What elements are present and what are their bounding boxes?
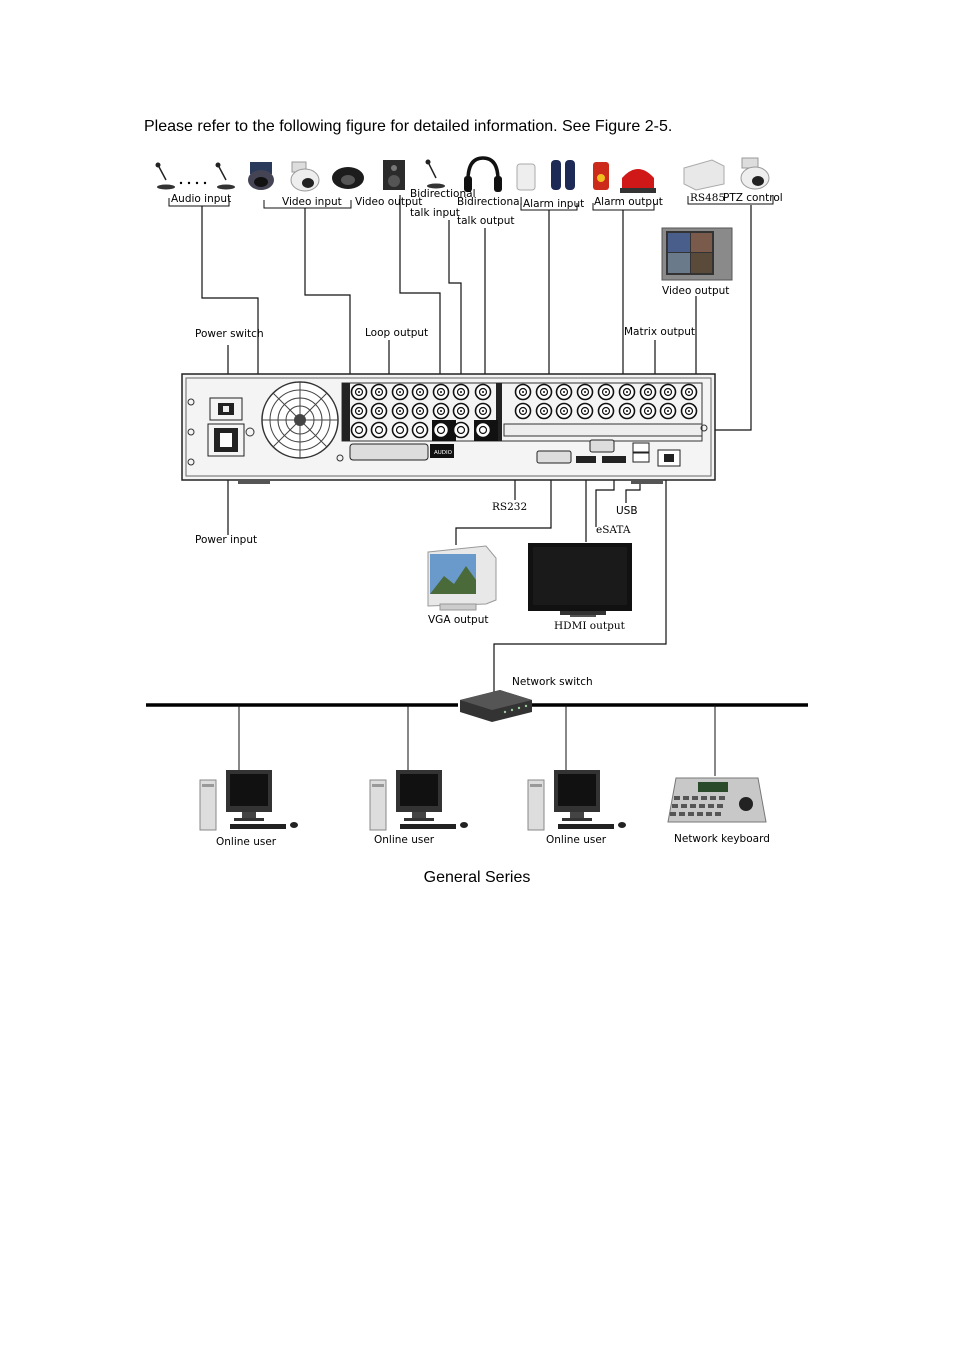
ptz-control-label: PTZ control	[723, 192, 783, 204]
bnc-connector	[555, 383, 573, 401]
bnc-connector	[535, 383, 553, 401]
matrix-output-label: Matrix output	[624, 326, 695, 338]
bnc-connector	[514, 402, 532, 420]
network-drops	[238, 705, 716, 776]
alarm-sensor-icon	[516, 160, 575, 191]
bnc-connector	[411, 383, 429, 401]
bnc-connector	[432, 383, 450, 401]
online-user-label-1: Online user	[216, 836, 277, 848]
bnc-connector	[350, 383, 368, 401]
bnc-connector	[474, 383, 492, 401]
bnc-connector	[514, 383, 532, 401]
alarm-light-icon	[593, 162, 656, 193]
bnc-connector	[618, 402, 636, 420]
bnc-connector	[576, 402, 594, 420]
bnc-connector	[618, 383, 636, 401]
esata-label: eSATA	[596, 524, 631, 536]
panel-audio-label: AUDIO	[434, 450, 453, 456]
microphone-icon	[425, 159, 445, 189]
dome-camera-icon	[248, 162, 274, 190]
monitor-video-output-label: Video output	[662, 285, 729, 297]
bnc-connector	[452, 402, 470, 420]
online-user-label-3: Online user	[546, 834, 607, 846]
network-switch-icon	[460, 690, 532, 722]
bnc-connector	[432, 402, 450, 420]
bnc-connector	[350, 421, 368, 439]
intro-text: Please refer to the following figure for…	[144, 118, 673, 135]
bnc-connector	[680, 402, 698, 420]
bnc-connector	[391, 421, 409, 439]
desktop-computer-icon	[527, 770, 626, 831]
bnc-connector	[452, 421, 470, 439]
desktop-computer-icon	[369, 770, 468, 831]
bnc-connector	[391, 402, 409, 420]
vga-output-label: VGA output	[428, 614, 488, 626]
network-switch-label: Network switch	[512, 676, 593, 688]
microphone-icon	[155, 162, 235, 190]
bnc-connector	[370, 402, 388, 420]
ptz-keyboard-decoder-icon	[683, 157, 770, 191]
bnc-connector	[370, 383, 388, 401]
bnc-connector	[535, 402, 553, 420]
bnc-connector	[597, 383, 615, 401]
bnc-connector	[370, 421, 388, 439]
crt-monitor-icon	[427, 545, 497, 611]
network-keyboard-label: Network keyboard	[674, 833, 770, 845]
figure-caption: General Series	[423, 869, 531, 886]
bidirectional-talk-input-label: Bidirectional	[410, 188, 476, 200]
speaker-icon	[383, 160, 405, 190]
bnc-connector	[411, 402, 429, 420]
bnc-connector	[597, 402, 615, 420]
bnc-connector	[639, 383, 657, 401]
alarm-input-label: Alarm input	[523, 198, 584, 210]
bnc-connector	[452, 383, 470, 401]
monitor-icon	[661, 227, 733, 281]
alarm-output-label: Alarm output	[594, 196, 663, 208]
rs485-label: RS485	[690, 192, 725, 204]
bnc-connector	[639, 402, 657, 420]
power-switch-label: Power switch	[195, 328, 264, 340]
video-input-label: Video input	[282, 196, 342, 208]
bnc-connector	[350, 402, 368, 420]
bidirectional-talk-output-label: Bidirectional	[457, 196, 523, 208]
flat-tv-icon	[528, 543, 632, 617]
bnc-connectors	[350, 383, 698, 439]
rs232-label: RS232	[492, 501, 527, 513]
ptz-camera-icon	[290, 161, 320, 192]
usb-label: USB	[616, 505, 638, 517]
desktop-computer-icon	[199, 770, 298, 831]
bnc-connector	[555, 402, 573, 420]
power-input-label: Power input	[195, 534, 257, 546]
bnc-connector	[659, 383, 677, 401]
bnc-connector	[411, 421, 429, 439]
loop-output-label: Loop output	[365, 327, 428, 339]
hdmi-output-label: HDMI output	[554, 620, 626, 632]
bnc-connector	[391, 383, 409, 401]
bnc-connector	[576, 383, 594, 401]
audio-input-label: Audio input	[171, 193, 231, 205]
bidirectional-talk-output-label-2: talk output	[457, 215, 515, 227]
bnc-connector	[680, 383, 698, 401]
dome-camera-icon	[332, 167, 364, 189]
bidirectional-talk-input-label-2: talk input	[410, 207, 460, 219]
headphones-icon	[464, 156, 502, 192]
bnc-connector	[432, 421, 450, 439]
bnc-connector	[659, 402, 677, 420]
online-user-label-2: Online user	[374, 834, 435, 846]
network-keyboard-icon	[667, 777, 767, 823]
bnc-connector	[474, 421, 492, 439]
video-output-label: Video output	[355, 196, 422, 208]
bnc-connector	[474, 402, 492, 420]
